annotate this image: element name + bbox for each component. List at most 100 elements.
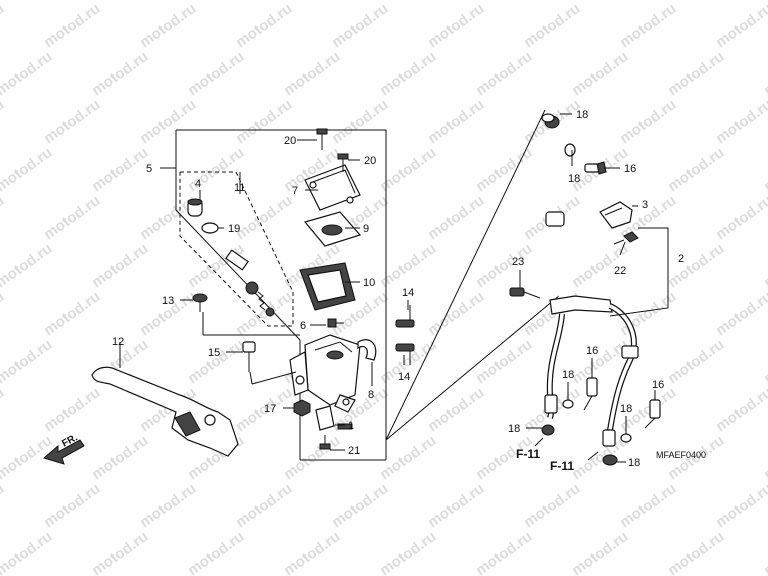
front-direction-arrow <box>42 439 85 465</box>
callout-18d: 18 <box>620 403 632 415</box>
watermark-text: motod.ru <box>377 528 440 576</box>
watermark-text: motod.ru <box>0 528 56 576</box>
screw-6 <box>327 318 344 328</box>
watermark-text: motod.ru <box>0 144 56 195</box>
watermark-text: motod.ru <box>0 384 8 435</box>
callout-10: 10 <box>363 277 375 289</box>
hose-leader-cross <box>385 109 561 441</box>
watermark-text: motod.ru <box>329 96 392 147</box>
watermark-text: motod.ru <box>665 528 728 576</box>
watermark-text: motod.ru <box>41 96 104 147</box>
callout-21: 21 <box>348 445 360 457</box>
watermark-text: motod.ru <box>89 528 152 576</box>
boot-4 <box>187 198 203 217</box>
watermark-text: motod.ru <box>137 0 200 51</box>
callout-14a: 14 <box>402 287 414 299</box>
bolt-16-top <box>584 161 607 175</box>
watermark-text: motod.ru <box>137 96 200 147</box>
diaphragm <box>299 262 356 311</box>
callout-18f: 18 <box>628 457 640 469</box>
callout-4: 4 <box>195 178 201 190</box>
ref-f11-right: F-11 <box>550 459 574 473</box>
watermark-text: motod.ru <box>569 48 632 99</box>
watermark-text: motod.ru <box>233 0 296 51</box>
callout-6: 6 <box>300 320 306 332</box>
watermark-text: motod.ru <box>617 96 680 147</box>
callout-5: 5 <box>146 163 152 175</box>
watermark-text: motod.ru <box>521 0 584 51</box>
brake-lever-12 <box>91 366 239 457</box>
watermark-text: motod.ru <box>0 288 8 339</box>
watermark-text: motod.ru <box>473 48 536 99</box>
watermark-text: motod.ru <box>377 48 440 99</box>
watermark-text: motod.ru <box>665 336 728 387</box>
hose-clamp-3 <box>599 201 633 229</box>
bolt-13 <box>192 293 208 312</box>
callout-16b: 16 <box>586 345 598 357</box>
screw-21 <box>319 435 331 450</box>
callout-20a: 20 <box>284 135 296 147</box>
watermark-text: motod.ru <box>137 480 200 531</box>
watermark-text: motod.ru <box>281 528 344 576</box>
brake-switch-1 <box>315 405 353 431</box>
watermark-text: motod.ru <box>0 0 8 51</box>
watermark-text: motod.ru <box>233 192 296 243</box>
nut-17 <box>293 399 311 417</box>
watermark-text: motod.ru <box>713 288 768 339</box>
master-cylinder-body <box>289 334 361 413</box>
watermark-text: motod.ru <box>89 144 152 195</box>
watermark-text: motod.ru <box>233 288 296 339</box>
callout-2: 2 <box>678 253 684 265</box>
assembly-outline-11 <box>179 171 294 327</box>
watermark-text: motod.ru <box>0 480 8 531</box>
piston <box>225 249 249 271</box>
callout-12: 12 <box>112 336 124 348</box>
callout-16c: 16 <box>652 379 664 391</box>
diagram-code: MFAEF0400 <box>656 450 706 460</box>
watermark-text: motod.ru <box>617 0 680 51</box>
bolt-23 <box>509 287 541 299</box>
watermark-text: motod.ru <box>665 144 728 195</box>
watermark-text: motod.ru <box>0 240 56 291</box>
callout-13: 13 <box>162 295 174 307</box>
watermark-text: motod.ru <box>473 0 536 3</box>
callout-18a: 18 <box>576 109 588 121</box>
watermark-text: motod.ru <box>473 240 536 291</box>
watermark-text: motod.ru <box>89 432 152 483</box>
callout-20b: 20 <box>364 155 376 167</box>
watermark-text: motod.ru <box>41 192 104 243</box>
watermark-text: motod.ru <box>0 192 8 243</box>
callout-19: 19 <box>228 223 240 235</box>
watermark-text: motod.ru <box>425 384 488 435</box>
callout-3: 3 <box>642 199 648 211</box>
callout-23: 23 <box>512 256 524 268</box>
watermark-text: motod.ru <box>89 48 152 99</box>
watermark-text: motod.ru <box>569 0 632 3</box>
watermark-text: motod.ru <box>0 0 56 3</box>
callout-11: 11 <box>234 182 245 194</box>
watermark-text: motod.ru <box>233 480 296 531</box>
watermark-text: motod.ru <box>521 480 584 531</box>
bolt-14-lower <box>395 343 415 365</box>
upper-brake-hose <box>544 115 576 301</box>
watermark-text: motod.ru <box>665 48 728 99</box>
watermark-text: motod.ru <box>89 240 152 291</box>
callout-16a: 16 <box>624 163 636 175</box>
callout-7: 7 <box>292 185 298 197</box>
watermark-text: motod.ru <box>761 144 768 195</box>
watermark-text: motod.ru <box>41 0 104 51</box>
watermark-text: motod.ru <box>281 48 344 99</box>
watermark-text: motod.ru <box>425 96 488 147</box>
pivot-bolt-15 <box>242 341 256 372</box>
watermark-text: motod.ru <box>713 96 768 147</box>
watermark-text: motod.ru <box>281 0 344 3</box>
watermark-text: motod.ru <box>0 96 8 147</box>
watermark-text: motod.ru <box>185 0 248 3</box>
callout-18b: 18 <box>568 173 580 185</box>
reservoir-cap <box>304 164 361 211</box>
watermark-text: motod.ru <box>473 336 536 387</box>
bolt-16-mid <box>583 377 598 411</box>
watermark-text: motod.ru <box>761 48 768 99</box>
ref-f11-left: F-11 <box>516 447 540 461</box>
lower-brake-hose-left <box>541 313 565 436</box>
